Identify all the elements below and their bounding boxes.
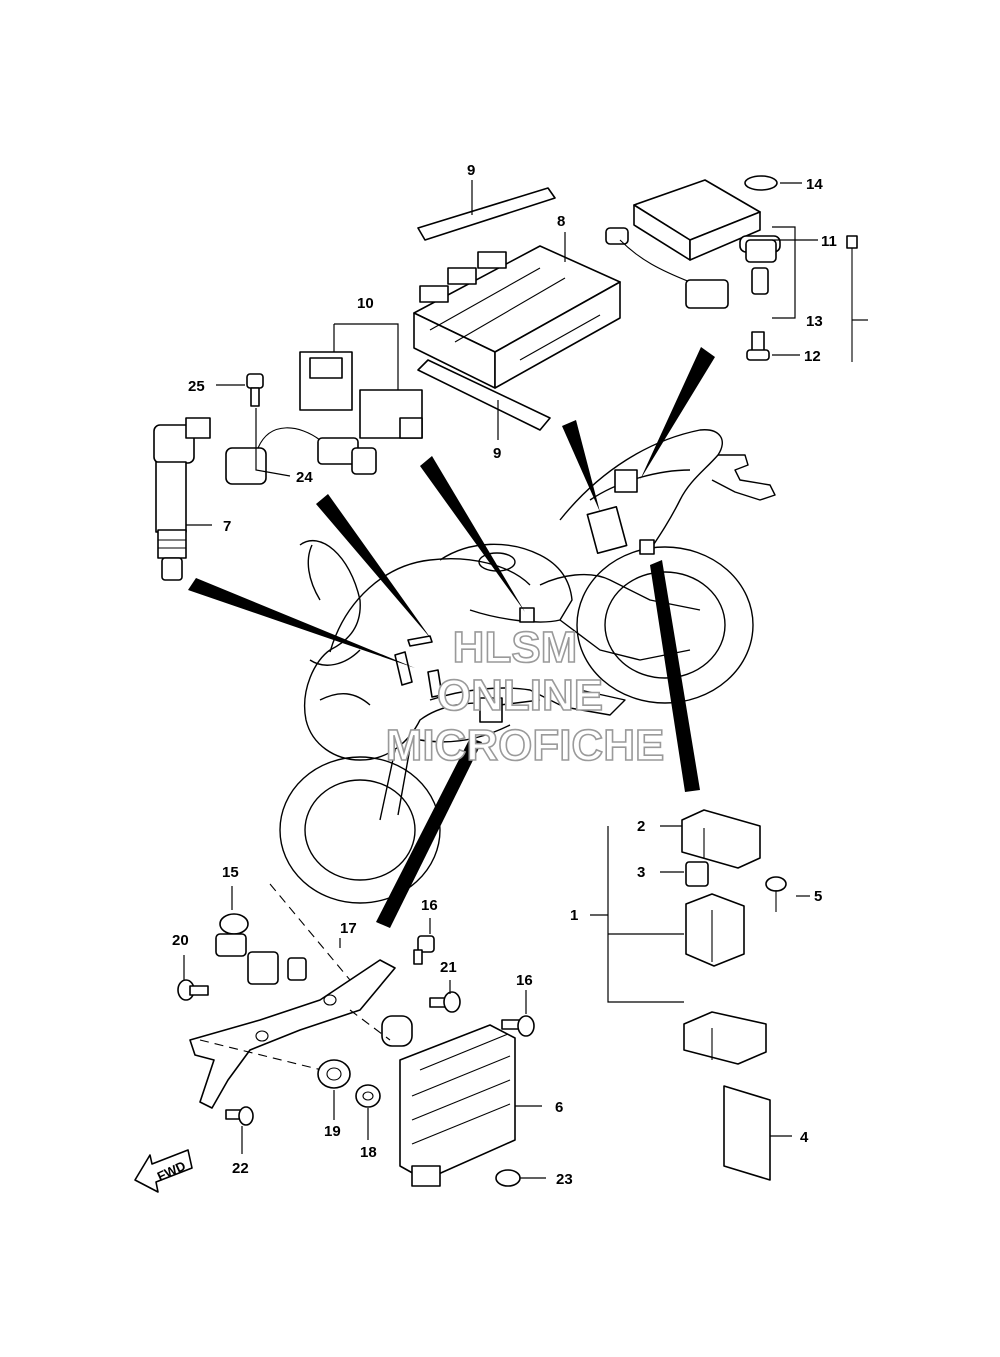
part-21-bolt (429, 991, 461, 1013)
pointer-tip-sensor (640, 347, 715, 480)
part-2-cover (681, 809, 761, 869)
part-5-screw (765, 876, 787, 912)
callout-17: 17 (340, 920, 357, 937)
part-16-bolt-upper (413, 935, 435, 965)
callout-11: 11 (821, 233, 837, 250)
callout-7: 7 (223, 518, 231, 535)
part-14-washer (744, 175, 778, 191)
callout-21: 21 (440, 959, 457, 976)
callout-6: 6 (555, 1099, 563, 1116)
callout-5: 5 (814, 888, 822, 905)
callout-16-upper: 16 (421, 897, 438, 914)
part-6-regulator (399, 1024, 516, 1187)
fwd-arrow: FWD (134, 1149, 193, 1193)
callout-9-lower: 9 (493, 445, 501, 462)
callout-9-upper: 9 (467, 162, 475, 179)
callout-2: 2 (637, 818, 645, 835)
location-pointers (188, 347, 715, 928)
part-7-ignition-coil (153, 417, 211, 581)
callout-8: 8 (557, 213, 565, 230)
callout-14: 14 (806, 176, 823, 193)
part-3-fuse (685, 861, 709, 887)
callout-1: 1 (570, 907, 578, 924)
pointer-regulator (376, 738, 482, 928)
watermark-line-3: MICROFICHE (386, 721, 665, 770)
part-4-pad (723, 1085, 771, 1181)
callout-18: 18 (360, 1144, 377, 1161)
part-10-connectors (299, 351, 423, 439)
pointer-ignition-coil (188, 578, 415, 668)
part-9-pad-lower (417, 359, 551, 431)
callout-23: 23 (556, 1171, 573, 1188)
part-relay-body (685, 893, 745, 967)
callout-4: 4 (800, 1129, 809, 1146)
callout-labels: 1 2 3 4 5 6 7 8 9 9 10 11 12 13 14 15 16… (172, 162, 837, 1188)
part-18-collar (355, 1084, 381, 1108)
pointer-connector (420, 456, 525, 612)
part-22-bolt (225, 1106, 254, 1126)
pointer-gear-sensor (316, 494, 432, 640)
part-9-pad-upper (417, 187, 556, 241)
part-bracket-plate (381, 1015, 413, 1047)
part-23-nut (495, 1169, 521, 1187)
callout-12: 12 (804, 348, 821, 365)
part-relay-holder (683, 1011, 767, 1065)
callout-24: 24 (296, 469, 313, 486)
part-15-sensor (215, 913, 307, 985)
fwd-arrow-icon (134, 1149, 193, 1193)
watermark: HLSM ONLINE MICROFICHE (385, 622, 665, 771)
part-25-bolt (246, 373, 264, 407)
callout-10: 10 (357, 295, 374, 312)
part-19-grommet (317, 1059, 351, 1089)
part-11-sensor-assembly (605, 179, 781, 309)
callout-19: 19 (324, 1123, 341, 1140)
callout-13: 13 (806, 313, 823, 330)
part-13-cable-tie (846, 235, 858, 362)
callout-22: 22 (232, 1160, 249, 1177)
callout-16-lower: 16 (516, 972, 533, 989)
part-8-ecu (413, 245, 621, 389)
part-16-bolt-lower (501, 1015, 535, 1037)
part-20-bolt (177, 979, 209, 1001)
watermark-line-2: ONLINE (437, 671, 603, 720)
watermark-line-1: HLSM (453, 623, 578, 672)
callout-15: 15 (222, 864, 239, 881)
pointer-starter-relay (650, 560, 700, 792)
callout-25: 25 (188, 378, 205, 395)
callout-20: 20 (172, 932, 189, 949)
callout-3: 3 (637, 864, 645, 881)
pointer-ecu (562, 420, 600, 512)
part-17-bracket (189, 959, 396, 1109)
part-12-screw (746, 331, 770, 361)
